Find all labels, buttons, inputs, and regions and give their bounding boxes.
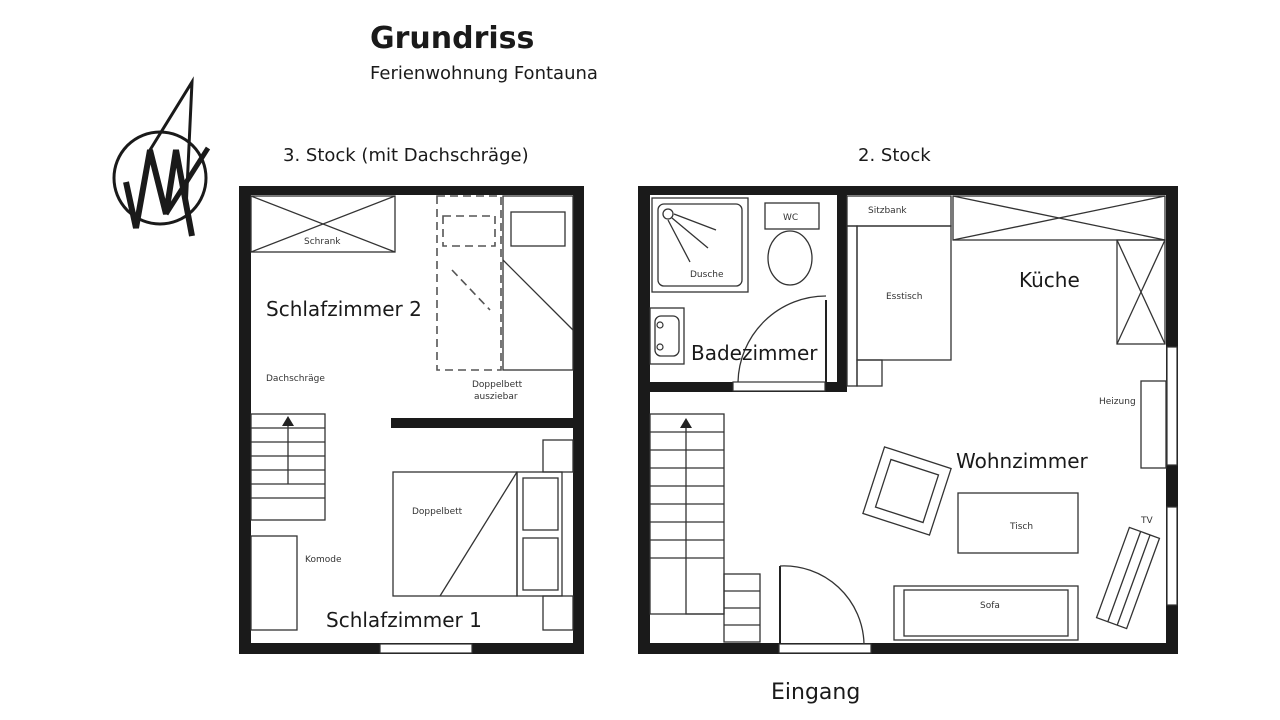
window: [379, 643, 473, 654]
roof-slope-label: Dachschräge: [266, 374, 325, 384]
bathroom-wall: [837, 186, 847, 392]
wardrobe-label: Schrank: [304, 237, 341, 247]
coffee-table: [957, 492, 1079, 554]
pullout-bed-label: Doppelbett: [472, 380, 523, 390]
wardrobe: [250, 195, 396, 253]
dresser: [250, 535, 298, 631]
bench-label: Sitzbank: [868, 206, 907, 216]
wall: [638, 186, 650, 654]
table-label: Tisch: [1009, 522, 1033, 532]
dining-table-label: Esstisch: [886, 292, 922, 302]
window: [1166, 506, 1178, 606]
third-floor-label: 3. Stock (mit Dachschräge): [283, 145, 529, 166]
entrance-door[interactable]: [779, 565, 865, 645]
third-floor-plan: Schrank Doppelbett ausziebar Schlafzimme…: [239, 186, 584, 654]
tv-label: TV: [1140, 516, 1153, 526]
room-bedroom-1: Schlafzimmer 1: [326, 608, 482, 632]
double-bed-label: Doppelbett: [412, 507, 463, 517]
staircase: [250, 413, 326, 521]
second-floor-label: 2. Stock: [858, 145, 931, 166]
wall: [239, 186, 584, 195]
shower: [651, 197, 749, 293]
shower-label: Dusche: [690, 270, 724, 280]
pullout-bed-label-2: ausziebar: [474, 392, 518, 402]
page-subtitle: Ferienwohnung Fontauna: [370, 63, 598, 84]
room-bedroom-2: Schlafzimmer 2: [266, 297, 422, 321]
heating-label: Heizung: [1099, 397, 1136, 407]
armchair: [862, 446, 952, 536]
bench-side: [846, 225, 858, 387]
wall: [638, 643, 1178, 654]
bed: [502, 195, 574, 371]
kitchen-counter: [952, 195, 1166, 345]
window: [1166, 346, 1178, 466]
wall: [239, 186, 251, 654]
dresser-label: Komode: [305, 555, 342, 565]
chair: [856, 359, 883, 387]
page-title: Grundriss: [370, 21, 534, 56]
staircase: [649, 413, 761, 643]
dining-table: [856, 225, 952, 361]
sofa-label: Sofa: [980, 601, 1000, 611]
north-arrow-icon: [112, 76, 211, 237]
room-bathroom: Badezimmer: [691, 341, 818, 365]
entrance-threshold[interactable]: [778, 643, 872, 654]
heater: [1140, 380, 1167, 469]
wc-label: WC: [783, 213, 798, 223]
double-bed: [392, 439, 574, 631]
toilet: [764, 202, 820, 286]
wall: [638, 186, 1178, 195]
pullout-bed: [436, 195, 502, 371]
bathroom-door[interactable]: [737, 295, 827, 383]
tv-stand: [1095, 526, 1161, 630]
room-kitchen: Küche: [1019, 268, 1080, 292]
room-living: Wohnzimmer: [956, 449, 1089, 473]
second-floor-plan: Dusche WC Badezimmer Sitzbank Esstisch: [638, 186, 1178, 654]
bathroom-door-gap: [732, 381, 826, 392]
sofa: [893, 585, 1079, 641]
entrance-label: Eingang: [771, 680, 860, 705]
sink: [649, 307, 685, 365]
partition-wall: [391, 418, 573, 428]
wall: [573, 186, 584, 654]
